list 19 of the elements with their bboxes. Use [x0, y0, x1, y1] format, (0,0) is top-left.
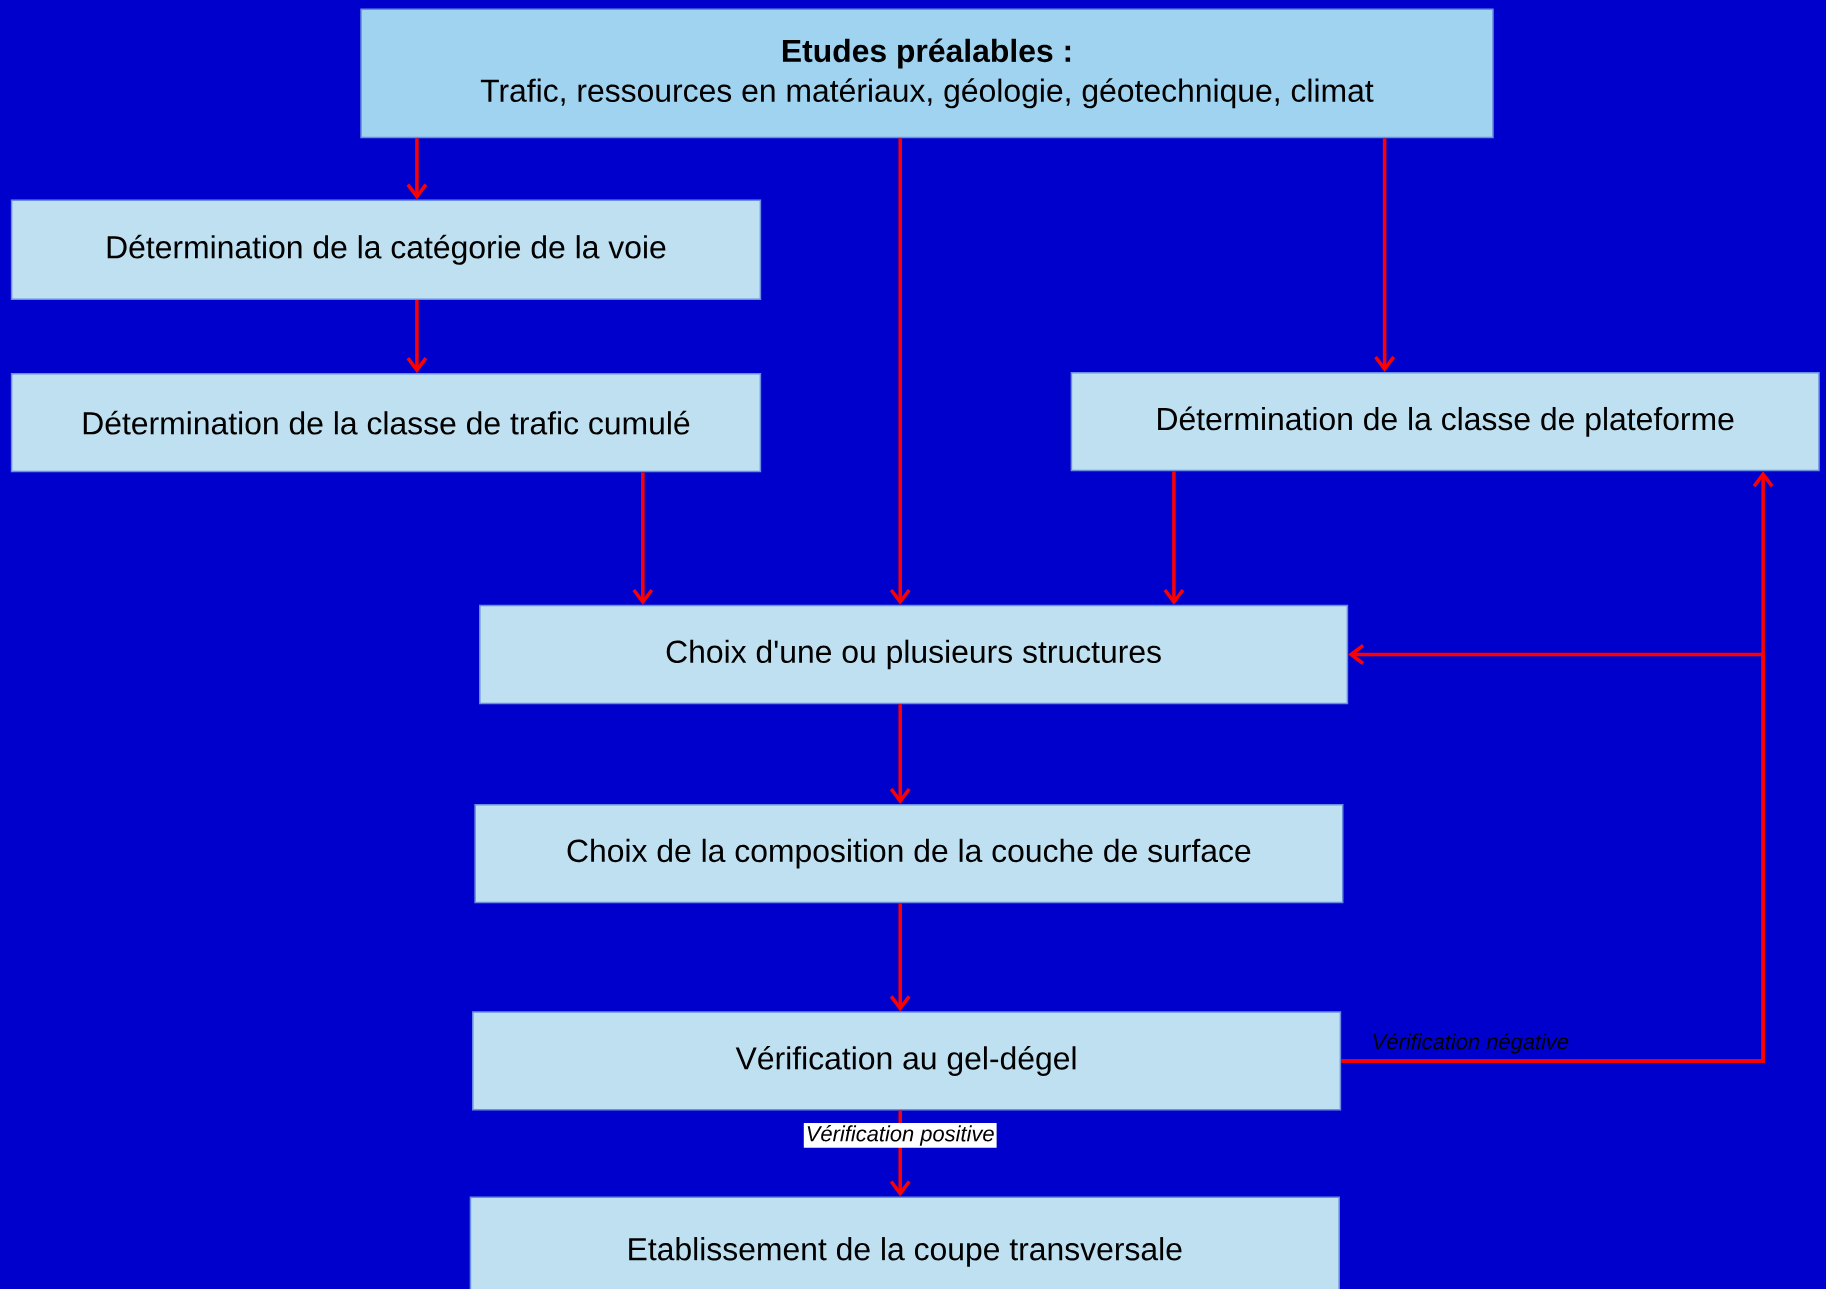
arrow	[1163, 471, 1185, 605]
process-box: Détermination de la classe de plateforme	[1070, 371, 1820, 472]
arrow	[889, 903, 911, 1012]
arrow	[889, 704, 911, 804]
process-box: Vérification au gel-dégel	[472, 1011, 1342, 1111]
arrow	[406, 138, 428, 200]
edge-label: Vérification négative	[1373, 1033, 1569, 1054]
arrow	[1341, 644, 1765, 1063]
arrow	[1374, 138, 1395, 372]
edge-label: Vérification positive	[807, 1125, 994, 1146]
process-box: Choix de la composition de la couche de surface	[474, 803, 1344, 904]
process-box: Détermination de la catégorie de la voie	[10, 199, 762, 301]
arrow	[406, 300, 428, 374]
heading-box: Etudes préalables : Trafic, ressources en matériaux, géologie, géotechnique, climat	[360, 8, 1494, 139]
process-box: Choix d'une ou plusieurs structures	[479, 604, 1349, 705]
arrow	[632, 472, 654, 605]
process-box: Détermination de la classe de trafic cumulé	[10, 373, 762, 473]
arrow	[889, 138, 911, 605]
process-box: Etablissement de la coupe transversale	[469, 1196, 1340, 1289]
